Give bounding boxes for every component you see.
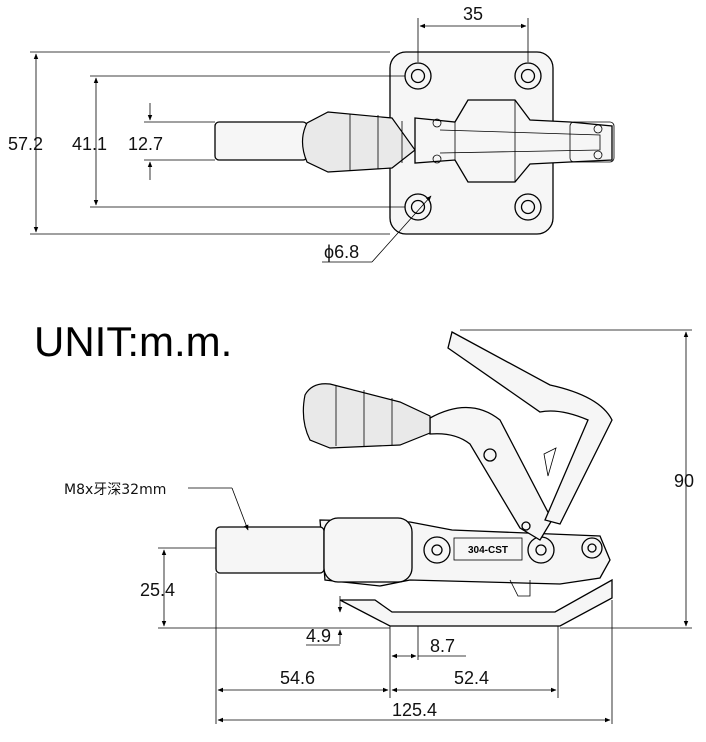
dim-12-7: 12.7 [128,134,163,154]
dim-4-9: 4.9 [306,626,331,646]
top-view: 35 57.2 41.1 12.7 ϕ6.8 [8,4,615,263]
dim-hole-diameter: ϕ6.8 [324,242,359,262]
handle-grip-side [302,383,431,449]
lock-lever [447,331,613,525]
dim-90: 90 [674,471,694,491]
dim-25-4: 25.4 [140,580,175,600]
plunger-rod-top [214,121,308,161]
marking-plate [453,537,523,561]
side-view: 304-CST M8x牙深32mm 90 25.4 [64,329,694,724]
dim-125-4: 125.4 [392,700,437,720]
thread-note: M8x牙深32mm [64,482,166,498]
dim-57-2: 57.2 [8,134,43,154]
unit-label: UNIT:m.m. [34,318,232,365]
dim-41-1: 41.1 [72,134,107,154]
model-marking: 304-CST [468,545,508,556]
dim-35: 35 [463,4,483,24]
plunger-collar [323,517,413,583]
dim-54-6: 54.6 [280,668,315,688]
linkage-top [414,99,613,183]
plunger-rod-side [215,526,325,574]
handle-arm [429,406,553,541]
handle-grip-top [301,111,416,173]
dim-52-4: 52.4 [454,668,489,688]
base-foot [339,578,613,627]
dim-8-7: 8.7 [430,636,455,656]
